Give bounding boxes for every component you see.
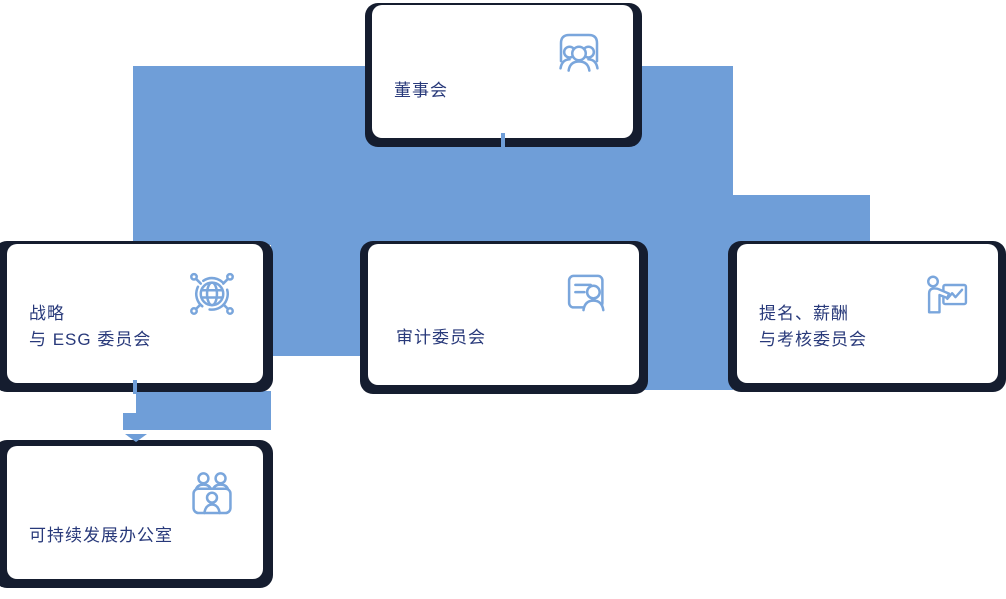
connector-band-to-office-bottom xyxy=(123,413,271,430)
label-line: 可持续发展办公室 xyxy=(29,526,173,545)
connector-line-strategy-to-office xyxy=(133,380,137,394)
label-line: 与考核委员会 xyxy=(759,330,867,349)
node-audit-committee: 审计委员会 xyxy=(360,241,648,394)
node-office-label: 可持续发展办公室 xyxy=(29,523,173,549)
connector-band-to-office-top xyxy=(136,391,271,415)
label-line: 战略 xyxy=(29,304,65,323)
node-strategy-label: 战略 与 ESG 委员会 xyxy=(29,301,151,353)
node-nomination-surface: 提名、薪酬 与考核委员会 xyxy=(737,244,998,383)
node-board-surface: 董事会 xyxy=(372,5,633,138)
label-line: 与 ESG 委员会 xyxy=(29,330,152,349)
node-nomination-label: 提名、薪酬 与考核委员会 xyxy=(759,301,867,353)
connector-column-left xyxy=(271,244,365,356)
node-strategy-surface: 战略 与 ESG 委员会 xyxy=(7,244,263,383)
people-desk-icon xyxy=(185,468,239,522)
connector-column-right xyxy=(642,244,733,390)
node-board-label: 董事会 xyxy=(394,78,448,104)
arrow-down-icon xyxy=(125,434,147,442)
global-network-icon xyxy=(185,266,239,320)
connector-line-board xyxy=(501,133,505,151)
node-strategy-esg-committee: 战略 与 ESG 委员会 xyxy=(0,241,273,392)
node-audit-label: 审计委员会 xyxy=(396,325,486,351)
label-line: 提名、薪酬 xyxy=(759,304,849,323)
node-nomination-committee: 提名、薪酬 与考核委员会 xyxy=(728,241,1006,392)
node-board: 董事会 xyxy=(365,3,642,147)
label-line: 审计委员会 xyxy=(396,328,486,347)
meeting-people-icon xyxy=(552,26,606,80)
connector-band-to-nomination xyxy=(733,195,870,245)
id-badge-icon xyxy=(561,266,615,320)
presenter-chart-icon xyxy=(920,272,972,324)
node-office-surface: 可持续发展办公室 xyxy=(7,446,263,579)
node-audit-surface: 审计委员会 xyxy=(368,244,639,385)
label-line: 董事会 xyxy=(394,81,448,100)
node-sustainability-office: 可持续发展办公室 xyxy=(0,440,273,588)
